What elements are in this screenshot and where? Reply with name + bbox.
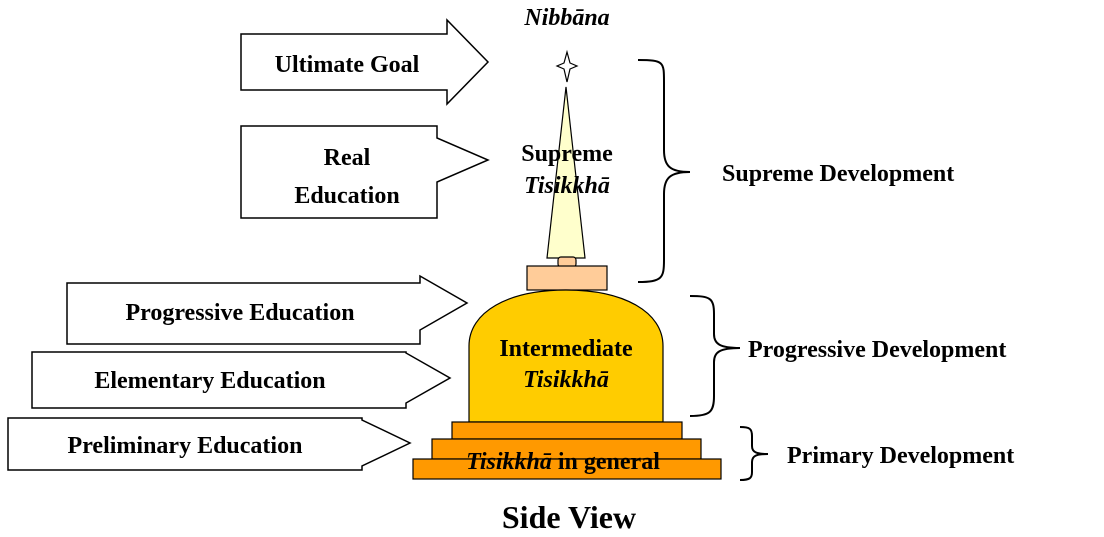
stupa-base-tier-1 <box>451 421 683 440</box>
brace-primary <box>739 426 769 481</box>
nibbana-label: Nibbāna <box>523 5 609 31</box>
supreme-tisikkha-line2: Tisikkhā <box>524 173 610 199</box>
arrow-real-education: Real Education <box>240 125 490 219</box>
real-education-line1: Real <box>324 145 371 171</box>
primary-development-label: Primary Development <box>787 443 1014 469</box>
preliminary-education-label: Preliminary Education <box>68 433 303 459</box>
tisikkha-in-general-label: Tisikkhā in general <box>466 449 660 475</box>
arrow-elementary-education: Elementary Education <box>31 351 452 409</box>
stupa-dome <box>468 289 664 423</box>
elementary-education-label: Elementary Education <box>94 368 325 394</box>
stupa-harmika <box>526 265 608 291</box>
intermediate-tisikkha-line1: Intermediate <box>499 336 633 362</box>
ultimate-goal-label: Ultimate Goal <box>275 52 420 78</box>
side-view-caption: Side View <box>502 499 636 535</box>
progressive-education-label: Progressive Education <box>125 300 354 326</box>
progressive-development-label: Progressive Development <box>748 337 1006 363</box>
real-education-line2: Education <box>294 183 399 209</box>
brace-supreme <box>637 59 691 283</box>
finial-star-icon <box>555 49 579 83</box>
supreme-development-label: Supreme Development <box>722 161 954 187</box>
arrow-preliminary-education: Preliminary Education <box>7 417 412 471</box>
arrow-progressive-education: Progressive Education <box>66 274 469 345</box>
arrow-ultimate-goal: Ultimate Goal <box>240 18 490 106</box>
intermediate-tisikkha-line2: Tisikkhā <box>523 367 609 393</box>
brace-progressive <box>689 295 741 417</box>
supreme-tisikkha-line1: Supreme <box>521 141 613 167</box>
stupa-base-tier-3 <box>412 458 722 480</box>
